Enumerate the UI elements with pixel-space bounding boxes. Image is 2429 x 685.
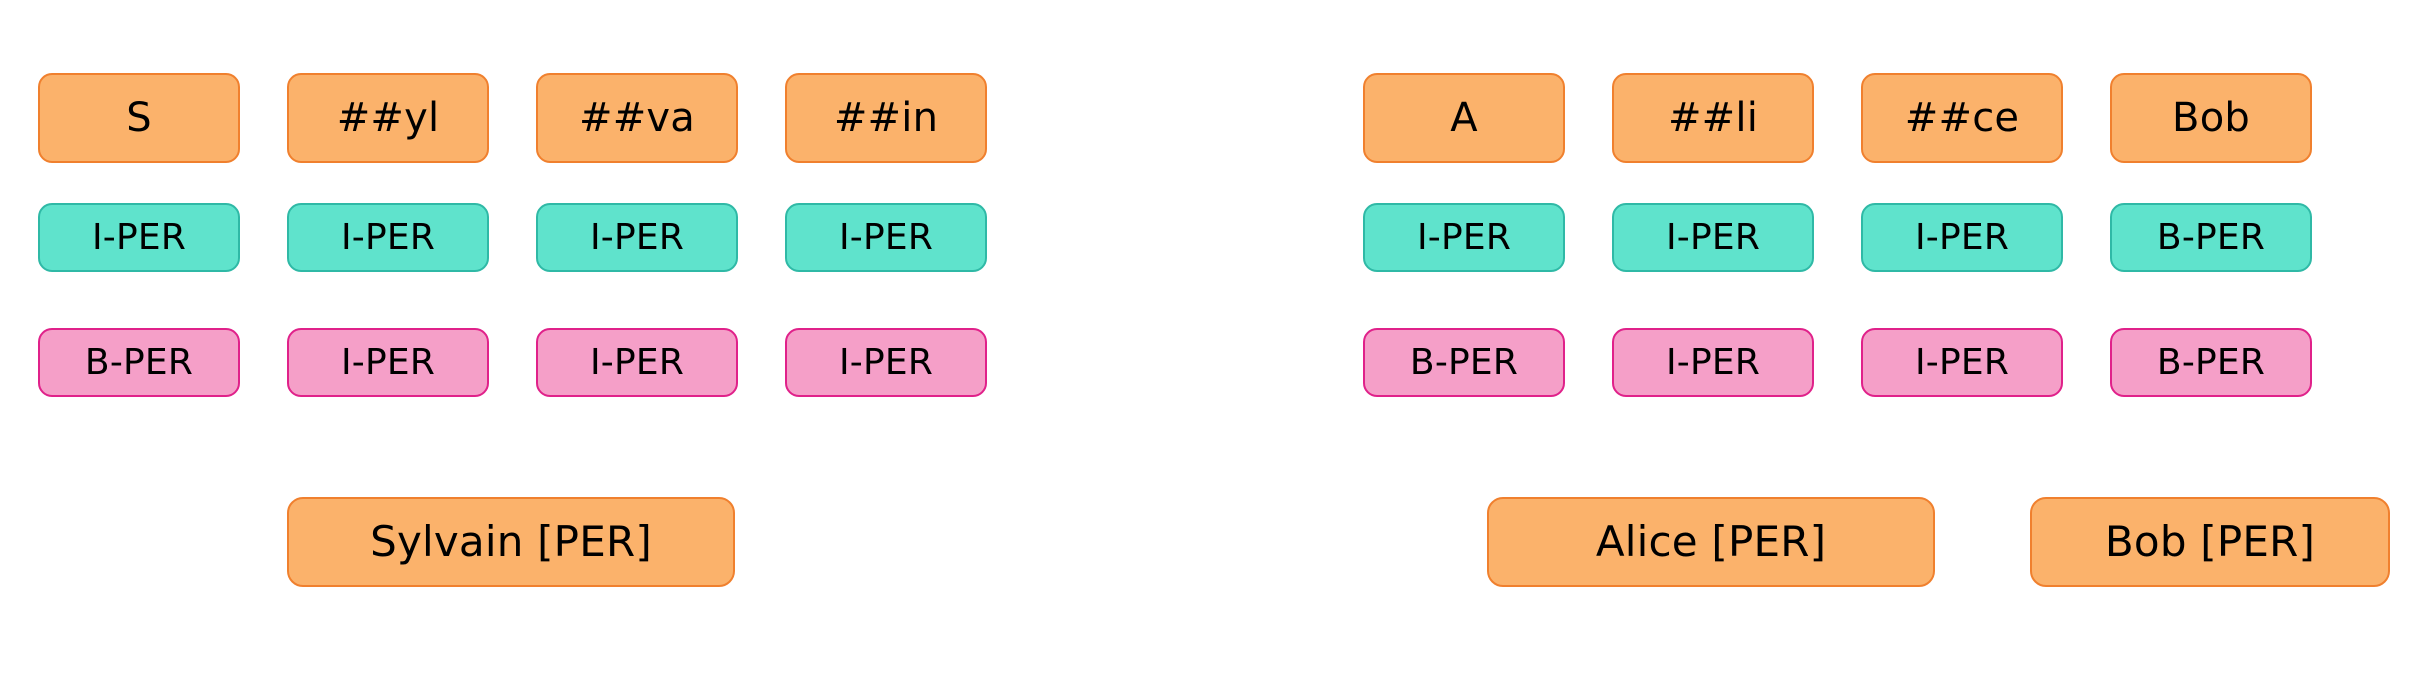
- predicted-label-cell[interactable]: I-PER: [536, 328, 738, 397]
- entity-summary-cell[interactable]: Alice [PER]: [1487, 497, 1935, 587]
- token-cell[interactable]: ##va: [536, 73, 738, 163]
- predicted-label-cell[interactable]: B-PER: [2110, 328, 2312, 397]
- gold-label-cell[interactable]: I-PER: [785, 203, 987, 272]
- gold-label-cell[interactable]: I-PER: [38, 203, 240, 272]
- token-cell[interactable]: A: [1363, 73, 1565, 163]
- predicted-label-cell[interactable]: B-PER: [1363, 328, 1565, 397]
- gold-label-cell[interactable]: I-PER: [1612, 203, 1814, 272]
- token-cell[interactable]: S: [38, 73, 240, 163]
- entity-summary-cell[interactable]: Bob [PER]: [2030, 497, 2390, 587]
- entity-summary-cell[interactable]: Sylvain [PER]: [287, 497, 735, 587]
- token-cell[interactable]: Bob: [2110, 73, 2312, 163]
- gold-label-cell[interactable]: B-PER: [2110, 203, 2312, 272]
- predicted-label-cell[interactable]: I-PER: [287, 328, 489, 397]
- gold-label-cell[interactable]: I-PER: [536, 203, 738, 272]
- predicted-label-cell[interactable]: I-PER: [785, 328, 987, 397]
- gold-label-cell[interactable]: I-PER: [287, 203, 489, 272]
- predicted-label-cell[interactable]: I-PER: [1861, 328, 2063, 397]
- token-cell[interactable]: ##yl: [287, 73, 489, 163]
- token-cell[interactable]: ##li: [1612, 73, 1814, 163]
- token-cell[interactable]: ##in: [785, 73, 987, 163]
- gold-label-cell[interactable]: I-PER: [1861, 203, 2063, 272]
- predicted-label-cell[interactable]: B-PER: [38, 328, 240, 397]
- gold-label-cell[interactable]: I-PER: [1363, 203, 1565, 272]
- token-cell[interactable]: ##ce: [1861, 73, 2063, 163]
- predicted-label-cell[interactable]: I-PER: [1612, 328, 1814, 397]
